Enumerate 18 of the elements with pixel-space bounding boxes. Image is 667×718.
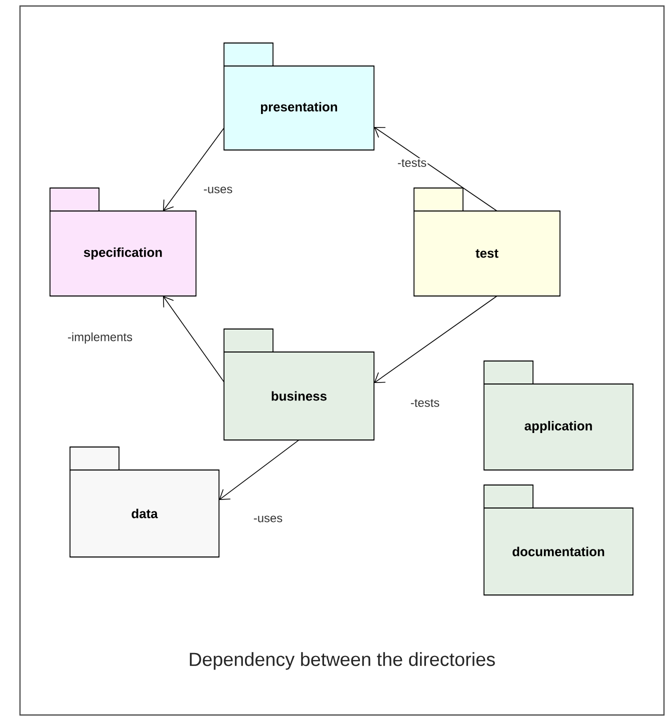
package-box: data [70,446,220,558]
arrow [163,296,224,382]
arrow [219,440,300,500]
edge-label: -tests [396,158,428,168]
edge-label: -tests [409,398,441,408]
package-box: specification [50,188,196,296]
package-box: business [224,328,374,440]
arrow [374,296,498,383]
edge-label: -uses [202,186,234,194]
caption: Dependency between the directories [190,652,495,670]
package-box: test [414,188,560,296]
arrow [163,128,224,211]
edge-label: -uses [252,514,284,524]
package-box: application [484,360,634,470]
edge-label: -implements [66,331,134,345]
package-box: documentation [484,484,634,596]
arrow [374,127,498,212]
package-box: presentation [224,42,374,150]
